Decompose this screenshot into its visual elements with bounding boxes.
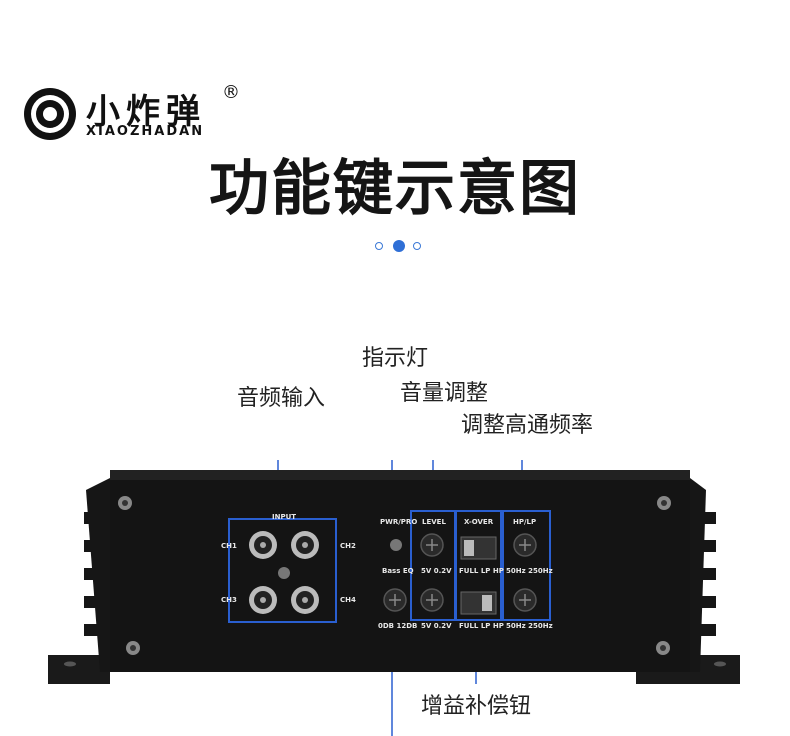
led-indicator-icon <box>390 539 402 551</box>
callout-volume-label: 音量调整 <box>400 381 489 406</box>
carousel-dot[interactable] <box>375 242 383 250</box>
brand-name-en: XIAOZHADAN <box>86 124 205 139</box>
carousel-dot-active[interactable] <box>393 240 405 252</box>
panel-ch3-label: CH3 <box>221 596 237 604</box>
panel-xover-modes-top: FULL LP HP <box>459 567 504 575</box>
panel-ch1-label: CH1 <box>221 542 237 550</box>
panel-hplp-range-bottom: 50Hz 250Hz <box>506 622 553 630</box>
rca-jack-icon <box>249 531 319 614</box>
panel-bass-range-label: 0DB 12DB <box>378 622 418 630</box>
panel-input-label: INPUT <box>272 513 297 521</box>
panel-xover-modes-bottom: FULL LP HP <box>459 622 504 630</box>
callout-hpf-label: 调整高通频率 <box>461 413 594 438</box>
carousel-dot[interactable] <box>413 242 421 250</box>
panel-level-range-bottom: 5V 0.2V <box>421 622 452 630</box>
panel-pwr-pro-label: PWR/PRO <box>380 518 418 526</box>
panel-level-range-top: 5V 0.2V <box>421 567 452 575</box>
brand-logo-icon <box>24 88 76 140</box>
panel-xover-label: X-OVER <box>464 518 494 526</box>
brand-name-cn: 小炸弹 <box>86 92 206 132</box>
callout-indicator-label: 指示灯 <box>362 346 429 371</box>
callout-bass-boost-label: 增益补偿钮 <box>421 694 532 719</box>
amplifier-illustration <box>48 460 740 736</box>
panel-level-label: LEVEL <box>422 518 446 526</box>
page-title: 功能键示意图 <box>209 154 581 224</box>
panel-hplp-range-top: 50Hz 250Hz <box>506 567 553 575</box>
panel-ch4-label: CH4 <box>340 596 356 604</box>
registered-mark: ® <box>222 82 240 103</box>
panel-hplp-label: HP/LP <box>513 518 537 526</box>
panel-bass-eq-label: Bass EQ <box>382 567 414 575</box>
callout-audio-input-label: 音频输入 <box>237 386 326 411</box>
screw-icon <box>118 496 671 655</box>
panel-ch2-label: CH2 <box>340 542 356 550</box>
